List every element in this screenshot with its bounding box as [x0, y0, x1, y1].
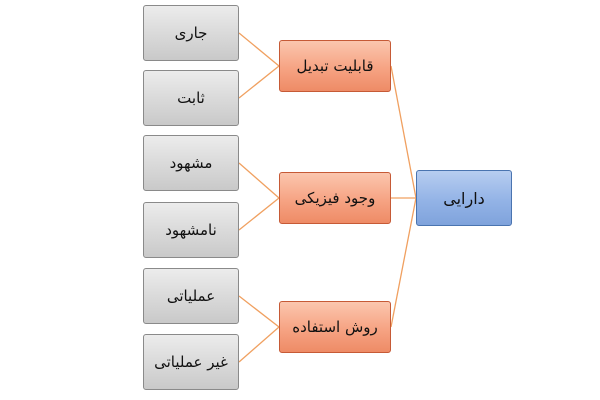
root-node-label: دارایی [443, 188, 485, 208]
connector-group-1-child-2 [238, 65, 280, 99]
leaf-node-1-2: ثابت [143, 70, 239, 126]
leaf-node-2-1: مشهود [143, 135, 239, 191]
leaf-node-1-1: جاری [143, 5, 239, 61]
group-node-1-label: قابلیت تبدیل [296, 57, 374, 75]
group-node-3: روش استفاده [279, 301, 391, 353]
leaf-node-2-2-label: نامشهود [165, 221, 217, 239]
connector-group-2-child-1 [238, 162, 280, 199]
connector-group-3-child-1 [238, 295, 280, 328]
root-node: دارایی [416, 170, 512, 226]
leaf-node-2-2: نامشهود [143, 202, 239, 258]
connector-root-group-1 [390, 65, 417, 199]
leaf-node-1-2-label: ثابت [177, 89, 205, 107]
group-node-2: وجود فیزیکی [279, 172, 391, 224]
connector-root-group-3 [390, 197, 417, 328]
leaf-node-3-1: عملیاتی [143, 268, 239, 324]
group-node-2-label: وجود فیزیکی [294, 189, 376, 207]
group-node-3-label: روش استفاده [292, 318, 378, 336]
leaf-node-3-2-label: غیر عملیاتی [154, 353, 228, 371]
connector-group-3-child-2 [238, 326, 280, 363]
connector-group-1-child-1 [238, 32, 280, 67]
connector-group-2-child-2 [238, 197, 280, 231]
group-node-1: قابلیت تبدیل [279, 40, 391, 92]
leaf-node-2-1-label: مشهود [169, 154, 213, 172]
leaf-node-3-2: غیر عملیاتی [143, 334, 239, 390]
leaf-node-3-1-label: عملیاتی [166, 287, 216, 305]
leaf-node-1-1-label: جاری [174, 24, 208, 42]
